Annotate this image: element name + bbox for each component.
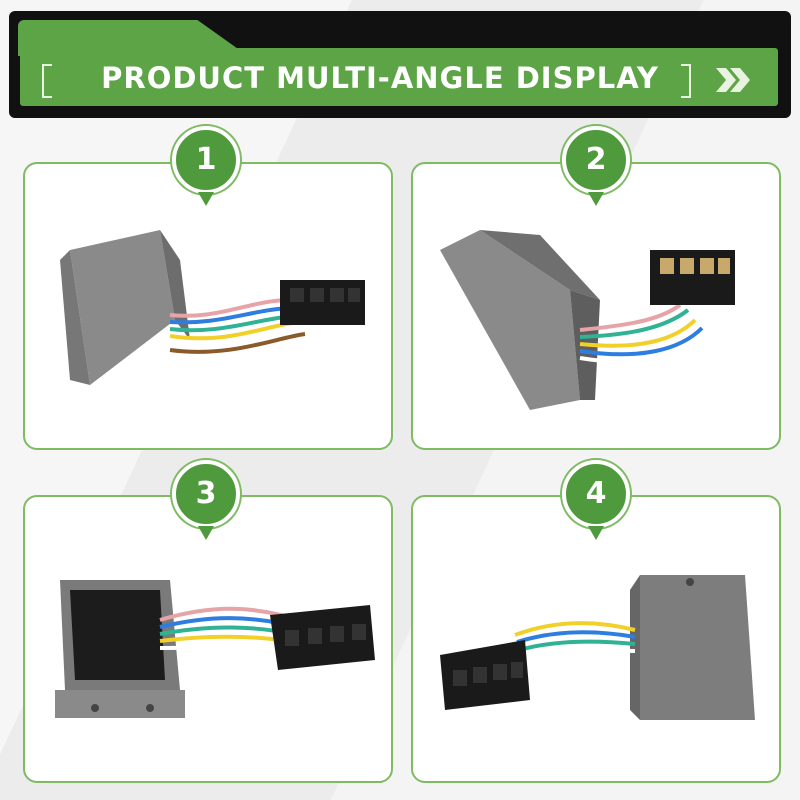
view-number-badge-4: 4 xyxy=(562,460,630,528)
product-image-front xyxy=(60,230,365,385)
view-number-badge-1: 1 xyxy=(172,126,240,194)
right-bracket-decoration xyxy=(681,64,691,98)
view-number-badge-2: 2 xyxy=(562,126,630,194)
product-image-open xyxy=(55,580,375,718)
left-bracket-decoration xyxy=(42,64,52,98)
view-number-badge-3: 3 xyxy=(172,460,240,528)
product-image-back xyxy=(440,575,755,720)
double-chevron-right-icon xyxy=(716,68,750,92)
title-ribbon xyxy=(20,48,778,106)
page-title: PRODUCT MULTI-ANGLE DISPLAY xyxy=(101,61,659,95)
product-image-angled xyxy=(440,230,735,410)
